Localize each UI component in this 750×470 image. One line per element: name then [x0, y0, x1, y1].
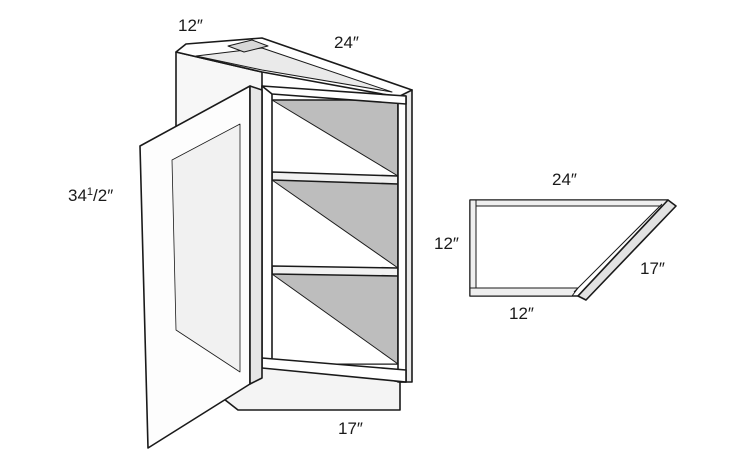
plan-left-label: 12″ [434, 234, 459, 253]
shelf-lower [271, 265, 399, 277]
plan-door-strip [577, 199, 677, 301]
plan-top-label: 24″ [552, 170, 577, 189]
plan-bottom-label: 12″ [509, 304, 534, 323]
height-denominator: /2″ [93, 186, 113, 205]
plan-left-edge [469, 199, 477, 297]
plan-door-line [573, 203, 663, 293]
plan-front-edge [469, 287, 579, 297]
door-edge [249, 85, 263, 385]
plan-back-edge [469, 199, 669, 207]
plan-diagonal-label: 17″ [640, 259, 665, 278]
width-label: 24″ [334, 33, 359, 52]
face-frame-left-stile [261, 85, 273, 367]
hinge-bracket-icon [227, 39, 269, 53]
face-frame-right-stile [397, 95, 407, 383]
angle-cabinet-drawing [139, 37, 413, 449]
toe-label: 17″ [338, 419, 363, 438]
height-label: 341/2″ [68, 186, 113, 205]
face-frame-top-rail [261, 85, 407, 105]
plan-outline [469, 199, 669, 297]
door-shadow [171, 123, 241, 373]
plan-view-drawing [469, 199, 677, 301]
dimension-labels: 12″ 24″ 341/2″ 17″ 24″ 12″ 12″ 17″ [68, 16, 665, 438]
height-whole: 34 [68, 186, 87, 205]
height-numerator: 1 [87, 186, 93, 198]
depth-label: 12″ [178, 16, 203, 35]
